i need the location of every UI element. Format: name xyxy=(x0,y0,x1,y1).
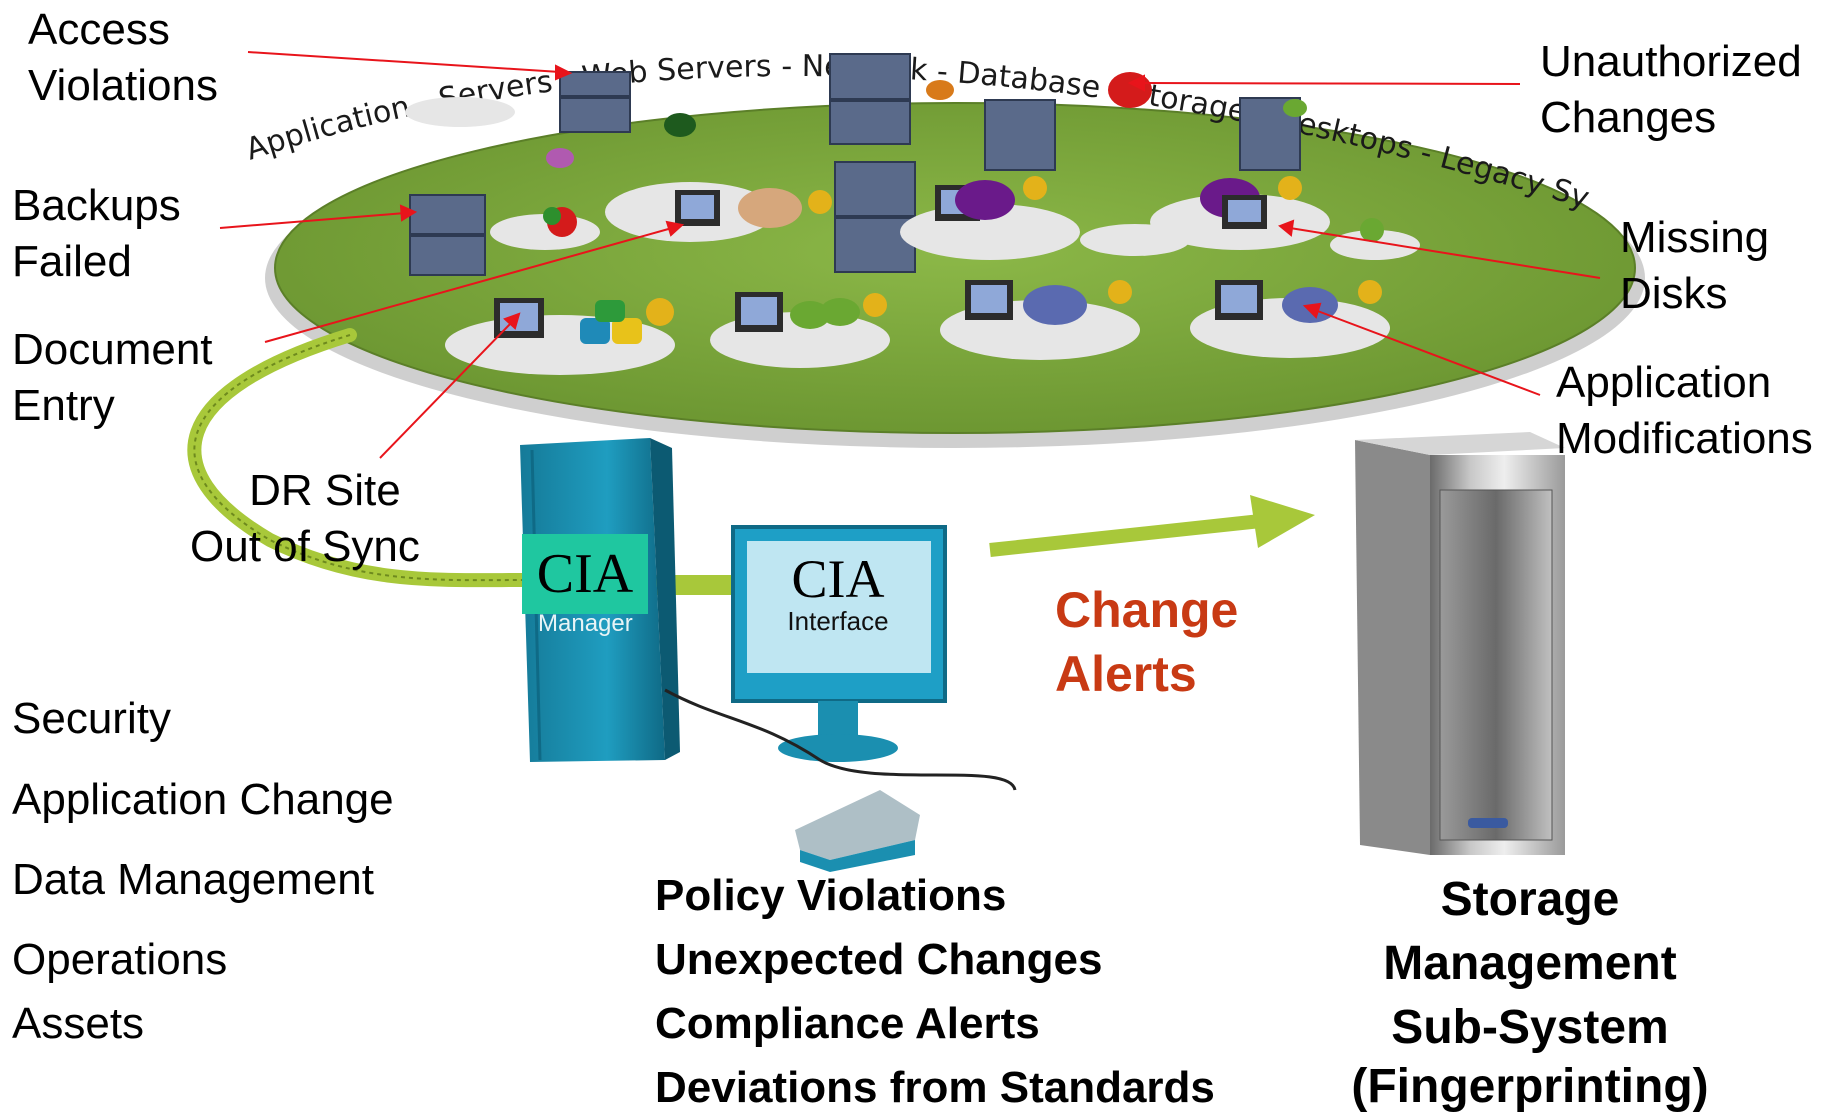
alert-type-item: Compliance Alerts xyxy=(655,999,1040,1048)
workstation-icons xyxy=(405,72,1420,375)
category-item: Operations xyxy=(12,935,228,984)
cia-interface-subtitle: Interface xyxy=(787,606,889,636)
alert-type-item: Deviations from Standards xyxy=(655,1063,1215,1112)
alert-type-item: Unexpected Changes xyxy=(655,935,1103,984)
storage-label-line: (Fingerprinting) xyxy=(1351,1060,1709,1113)
cia-interface-title: CIA xyxy=(791,549,885,609)
category-item: Security xyxy=(12,694,171,743)
alert-type-item: Policy Violations xyxy=(655,871,1007,920)
category-item: Application Change xyxy=(12,775,394,824)
category-item: Assets xyxy=(12,999,145,1048)
cia-manager-subtitle: Manager xyxy=(538,610,633,637)
cia-interface-monitor xyxy=(664,525,1017,872)
change-alerts-label-line2: Alerts xyxy=(1055,646,1197,702)
cia-manager-title: CIA xyxy=(522,534,648,614)
storage-label-line: Management xyxy=(1383,937,1677,990)
change-alerts-arrow xyxy=(989,495,1315,557)
change-alerts-label-line1: Change xyxy=(1055,582,1239,638)
storage-label-line: Sub-System xyxy=(1391,1001,1669,1054)
storage-server-icon xyxy=(1355,432,1565,855)
storage-label-line: Storage xyxy=(1440,873,1620,926)
category-item: Data Management xyxy=(12,855,374,904)
